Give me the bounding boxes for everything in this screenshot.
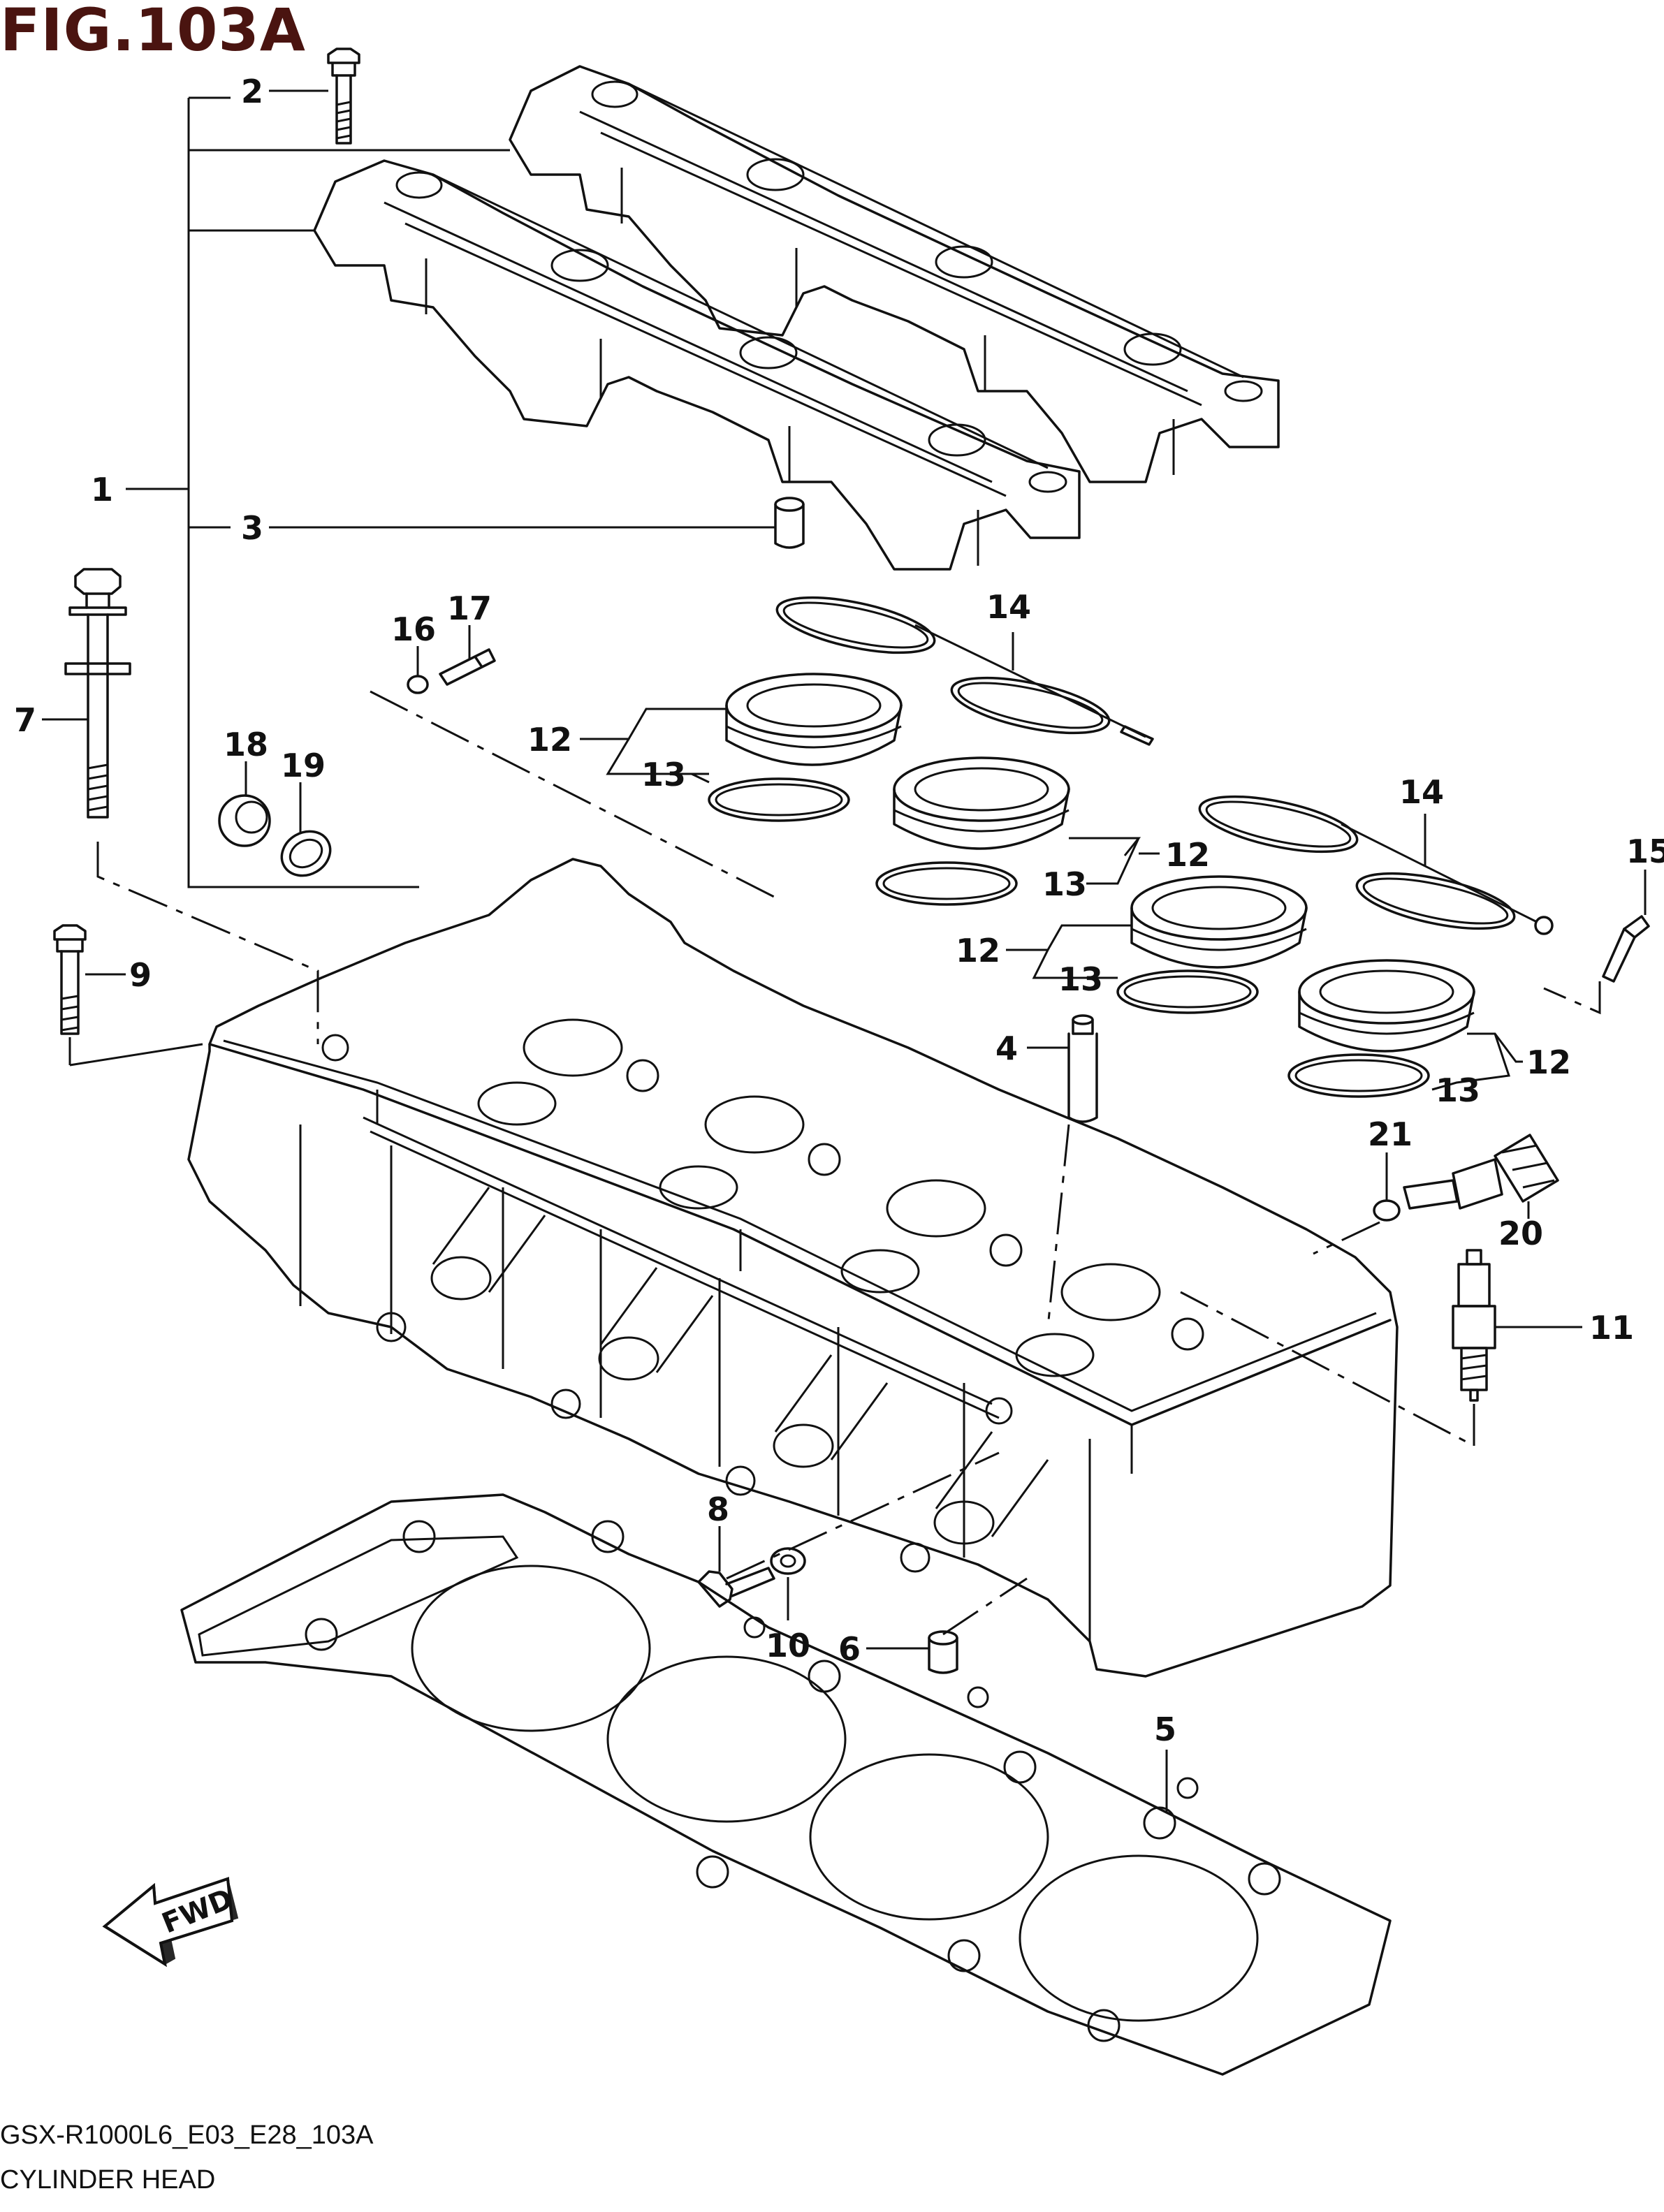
callout-8: 8	[707, 1490, 729, 1528]
callout-2: 2	[241, 73, 263, 110]
callout-13d: 13	[1436, 1071, 1480, 1109]
callout-5: 5	[1154, 1711, 1176, 1748]
fwd-arrow-icon: FWD	[102, 1877, 239, 1968]
o-ring-13d	[1287, 1053, 1430, 1098]
callout-13c: 13	[1058, 960, 1103, 998]
washer-10	[770, 1547, 806, 1575]
callout-14a: 14	[986, 588, 1031, 626]
callout-16: 16	[391, 610, 436, 648]
callout-12b: 12	[1165, 836, 1210, 874]
callout-9: 9	[129, 956, 152, 994]
callout-21: 21	[1368, 1115, 1413, 1153]
bolt-9	[53, 924, 87, 1035]
temperature-sensor-20	[1403, 1134, 1559, 1210]
callout-10: 10	[766, 1627, 810, 1664]
plug-18	[218, 794, 271, 847]
cylinder-head	[187, 858, 1399, 1678]
o-ring-13b	[875, 861, 1018, 906]
dowel-pin-6	[928, 1630, 958, 1674]
valve-pockets	[477, 1018, 1204, 1377]
callout-12d: 12	[1526, 1043, 1571, 1081]
callout-14b: 14	[1399, 773, 1444, 811]
sensor-4	[1067, 1014, 1098, 1123]
fitting-17	[439, 648, 496, 686]
bolt-7	[64, 568, 131, 819]
callout-13a: 13	[641, 756, 686, 793]
washer-16	[407, 675, 429, 694]
assembly-centerlines	[68, 690, 1601, 1636]
spark-plug-11	[1452, 1249, 1496, 1402]
callout-4: 4	[995, 1030, 1018, 1067]
leader-lines	[42, 89, 1647, 1812]
dowel-pin-3	[774, 497, 805, 549]
camshaft-holder-front	[313, 159, 1081, 571]
bolt-8	[697, 1567, 775, 1608]
section-name: CYLINDER HEAD	[0, 2165, 216, 2195]
clamp-14-lower	[1198, 795, 1554, 935]
intake-pipe-12b	[893, 756, 1070, 850]
callout-12c: 12	[956, 932, 1000, 969]
o-ring-13c	[1116, 969, 1259, 1014]
callout-11: 11	[1589, 1309, 1634, 1347]
callout-20: 20	[1498, 1215, 1543, 1252]
callout-1: 1	[91, 471, 113, 508]
callout-13b: 13	[1042, 865, 1087, 903]
bolt-2	[327, 47, 360, 145]
callout-18: 18	[224, 726, 268, 763]
o-ring-13a	[708, 777, 850, 822]
callout-6: 6	[838, 1630, 861, 1668]
cylinder-head-gasket	[180, 1493, 1392, 2076]
figure-title: FIG.103A	[0, 0, 306, 64]
intake-pipe-12c	[1130, 875, 1308, 969]
clamp-14-upper	[775, 596, 1154, 746]
intake-pipe-12a	[725, 673, 903, 766]
callout-15: 15	[1626, 833, 1664, 870]
callout-7: 7	[14, 701, 36, 739]
model-code: GSX-R1000L6_E03_E28_103A	[0, 2121, 374, 2150]
callout-12a: 12	[527, 721, 572, 759]
camshaft-holder-rear	[509, 65, 1280, 483]
washer-21	[1373, 1199, 1401, 1222]
screw-15	[1602, 915, 1650, 983]
callout-3: 3	[241, 509, 263, 547]
intake-pipe-12d	[1298, 959, 1475, 1053]
callout-17: 17	[447, 589, 492, 627]
callout-labels: 1 2 3 4 5 6 7 8 9 10 11 12 13 12 13 12 1…	[14, 73, 1664, 1748]
ports	[430, 1187, 1049, 1545]
o-ring-19	[280, 830, 332, 877]
callout-19: 19	[281, 747, 326, 784]
